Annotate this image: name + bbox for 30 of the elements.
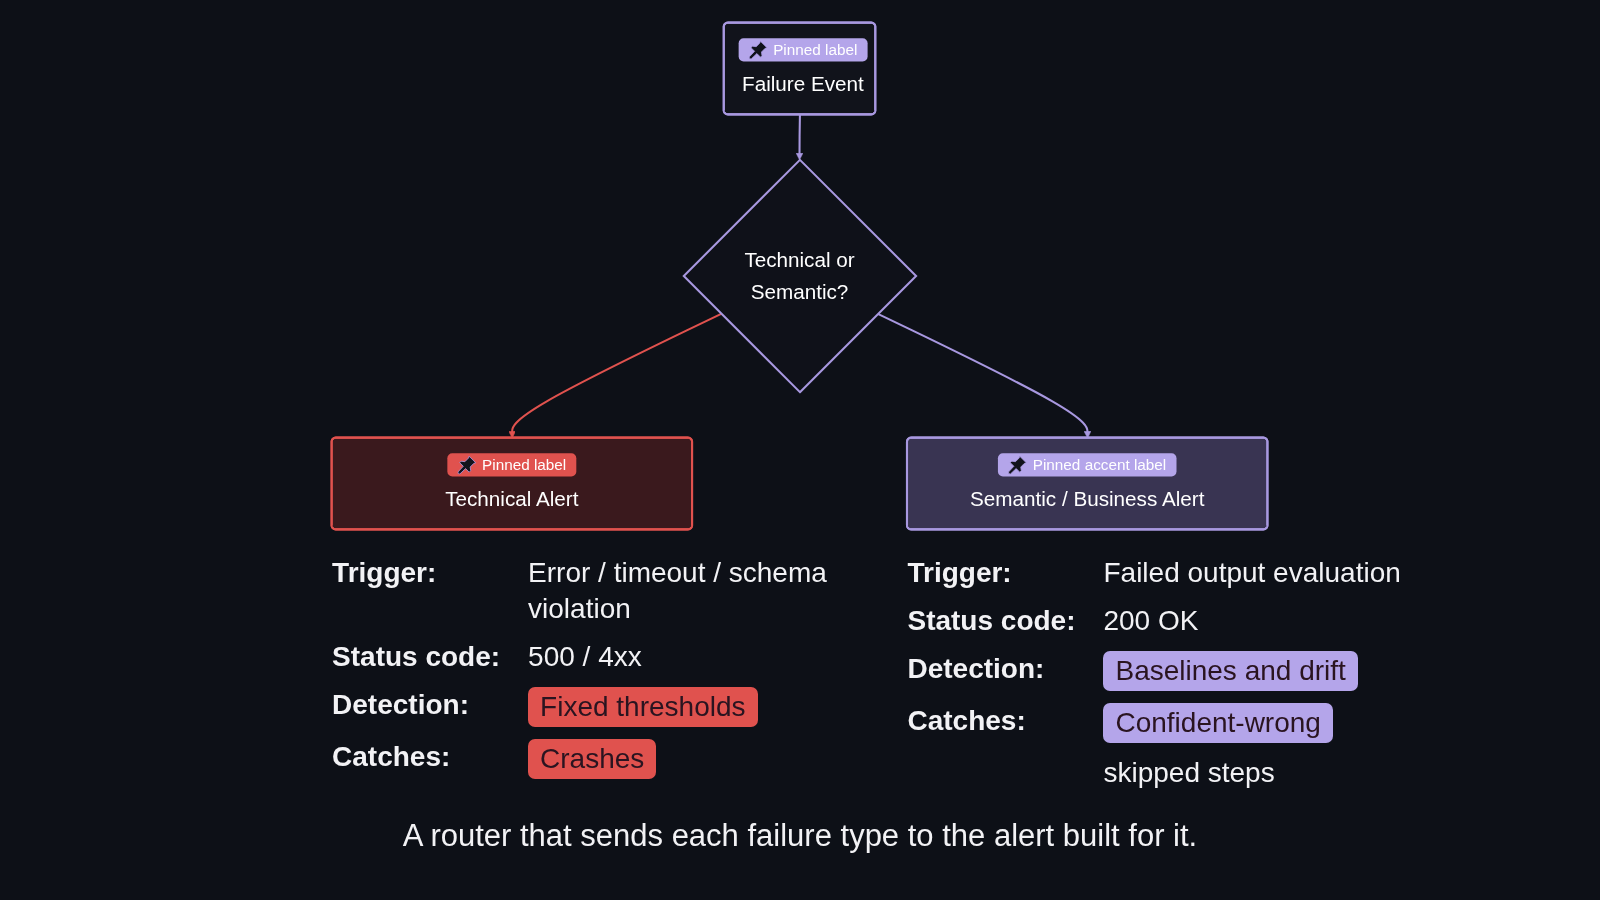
alert-box [331, 436, 694, 531]
field-value: Error / timeout / schema violation [528, 556, 828, 627]
field-name: Status code: [332, 640, 501, 675]
field-name: Status code: [907, 604, 1076, 639]
tag-text: Pinned accent label [1033, 455, 1167, 475]
value-pill: Baselines and drift [1103, 651, 1358, 691]
field-value: 200 OK [1103, 604, 1199, 639]
tag-text: Pinned label [482, 455, 567, 475]
event-box [723, 21, 877, 116]
alert-box [906, 436, 1269, 531]
caption: A router that sends each failure type to the alert built for it. [402, 818, 1198, 854]
field-value: 500 / 4xx [528, 640, 642, 675]
value-pill: Fixed thresholds [528, 686, 758, 727]
field-name: Trigger: [907, 556, 1012, 591]
tag-text: Pinned label [773, 40, 858, 60]
field-name: Catches: [907, 703, 1026, 738]
field-value: skipped steps [1103, 755, 1275, 790]
value-pill: Confident-wrong [1103, 702, 1333, 743]
node-text: Semantic / Business Alert [970, 486, 1205, 510]
field-name: Detection: [907, 652, 1045, 687]
node-text: Technical or Semantic? [744, 248, 856, 303]
field-name: Catches: [332, 739, 451, 774]
decision-diamond [682, 158, 919, 394]
field-name: Trigger: [332, 556, 437, 591]
field-name: Detection: [332, 687, 469, 722]
node-text: Technical Alert [445, 486, 579, 510]
field-value: Failed output evaluation [1103, 556, 1401, 591]
arrow [796, 114, 804, 161]
value-pill: Crashes [528, 738, 657, 779]
node-text: Failure Event [742, 71, 865, 95]
